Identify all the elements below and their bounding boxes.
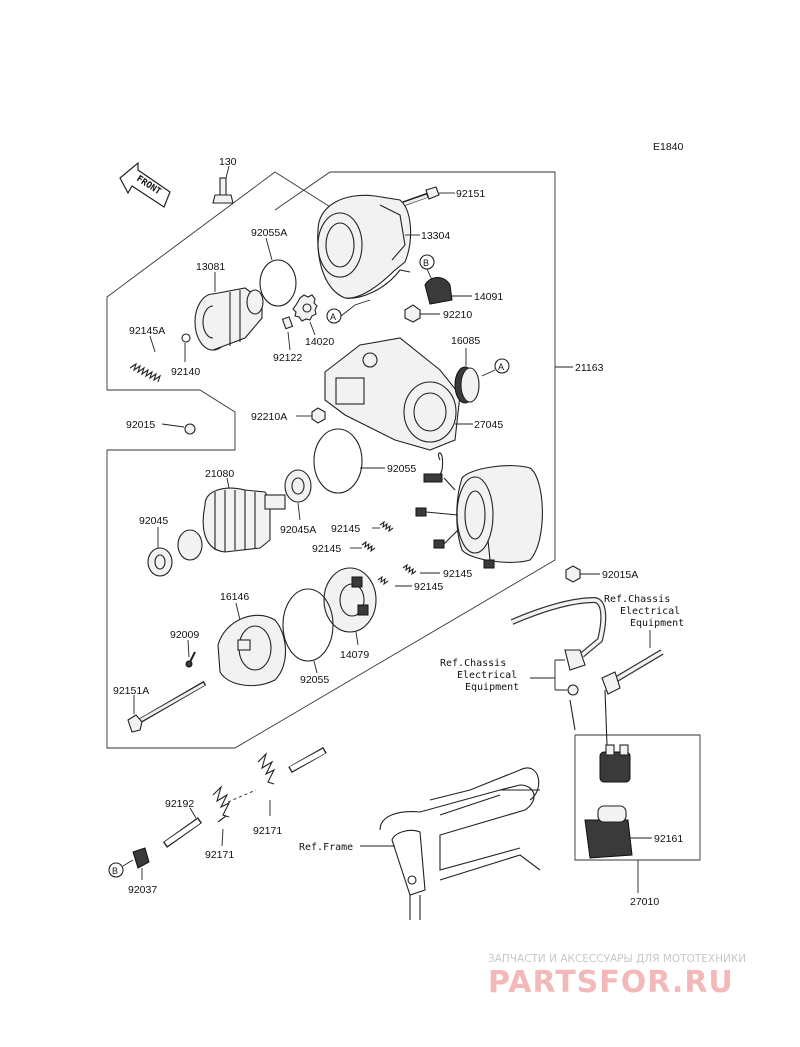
- label-92037: 92037: [128, 884, 157, 896]
- watermark-caption: ЗАПЧАСТИ И АКСЕССУАРЫ ДЛЯ МОТОТЕХНИКИ: [488, 953, 746, 965]
- label-92055-lower: 92055: [300, 674, 329, 686]
- label-13081: 13081: [196, 261, 225, 273]
- svg-text:Ref.Chassis: Ref.Chassis: [440, 658, 506, 669]
- label-21163: 21163: [575, 362, 604, 374]
- label-92015A: 92015A: [602, 569, 638, 581]
- bearing-92045A-icon: [284, 469, 312, 503]
- gear-14020-icon: [292, 294, 318, 322]
- front-housing-13304-icon: [317, 194, 412, 299]
- label-130: 130: [219, 156, 237, 168]
- label-92145A: 92145A: [129, 325, 165, 337]
- label-92045A: 92045A: [280, 524, 316, 536]
- spring-92145-c-icon: [402, 563, 417, 576]
- label-92015: 92015: [126, 419, 155, 431]
- yoke-assembly-icon: [415, 452, 543, 569]
- battery-cable-icon: [510, 596, 664, 696]
- nut-92015A-icon: [565, 565, 581, 583]
- label-92161: 92161: [654, 833, 683, 845]
- nut-92210-icon: [404, 304, 421, 323]
- front-arrow-icon: FRONT: [119, 161, 171, 208]
- frame-chassis-icon: [379, 767, 541, 920]
- svg-text:Electrical: Electrical: [620, 606, 680, 617]
- label-92151: 92151: [456, 188, 485, 200]
- label-14079: 14079: [340, 649, 369, 661]
- label-92210: 92210: [443, 309, 472, 321]
- label-92145-a: 92145: [331, 523, 360, 535]
- washer-92015-icon: [184, 423, 196, 435]
- pin-92122-icon: [281, 316, 294, 330]
- label-14020: 14020: [305, 336, 334, 348]
- spring-92145A-icon: [129, 362, 162, 383]
- label-13304: 13304: [421, 230, 450, 242]
- svg-text:Equipment: Equipment: [465, 682, 519, 693]
- label-92145-b: 92145: [312, 543, 341, 555]
- label-92045: 92045: [139, 515, 168, 527]
- label-92055-upper: 92055: [387, 463, 416, 475]
- bearing-92045-icon: [147, 547, 173, 577]
- clamp-92171-right-icon: [257, 752, 276, 785]
- rear-cover-27045-icon: [324, 337, 461, 451]
- label-92171-left: 92171: [205, 849, 234, 861]
- label-14091: 14091: [474, 291, 503, 303]
- label-b: B: [423, 258, 429, 268]
- label-92009: 92009: [170, 629, 199, 641]
- label-92151A: 92151A: [113, 685, 149, 697]
- ref-frame: Ref.Frame: [299, 842, 353, 853]
- label-b-lower: B: [112, 866, 118, 876]
- label-16146: 16146: [220, 591, 249, 603]
- armature-21080-icon: [177, 487, 286, 561]
- clip-92037-icon: [132, 847, 150, 869]
- nut-92210A-icon: [311, 407, 326, 424]
- end-cover-16146-icon: [217, 614, 287, 687]
- label-92140: 92140: [171, 366, 200, 378]
- svg-text:Equipment: Equipment: [630, 618, 684, 629]
- label-92145-d: 92145: [414, 581, 443, 593]
- spring-92145-d-icon: [377, 575, 389, 586]
- starter-relay-icon: [569, 689, 631, 783]
- bolt-130-icon: [212, 177, 234, 204]
- o-ring-92055-upper-icon: [313, 428, 363, 494]
- spring-92145-a-icon: [379, 520, 394, 533]
- label-92210A: 92210A: [251, 411, 287, 423]
- o-ring-92055-lower-icon: [282, 588, 334, 662]
- watermark-logo: PARTSFOR.RU: [488, 965, 734, 1000]
- brush-holder-14079-icon: [323, 567, 377, 633]
- label-92122: 92122: [273, 352, 302, 364]
- solenoid-frame: [574, 734, 701, 861]
- label-a-right: A: [498, 362, 504, 372]
- svg-text:Electrical: Electrical: [457, 670, 517, 681]
- clamp-92171-left-icon: [212, 785, 231, 823]
- diagram-code: E1840: [653, 141, 684, 153]
- gear-16085-icon: [454, 366, 480, 404]
- callout-a-right: [494, 358, 510, 374]
- label-92145-c: 92145: [443, 568, 472, 580]
- spring-92145-b-icon: [361, 540, 376, 553]
- clutch-13081-icon: [194, 287, 264, 351]
- assembly-frame: [106, 171, 556, 749]
- label-16085: 16085: [451, 335, 480, 347]
- callout-b-lower: [108, 862, 124, 878]
- label-21080: 21080: [205, 468, 234, 480]
- circlip-92140-icon: [181, 333, 191, 343]
- o-ring-92055A-icon: [259, 259, 297, 307]
- ref-chassis-electrical-right: Ref.Chassis Electrical Equipment: [604, 594, 684, 629]
- bolt-92151-icon: [399, 186, 440, 208]
- cap-14091-icon: [424, 277, 453, 305]
- label-92171-right: 92171: [253, 825, 282, 837]
- ref-chassis-electrical-left: Ref.Chassis Electrical Equipment: [440, 658, 519, 693]
- through-bolt-92151A-icon: [127, 680, 207, 733]
- label-92055A: 92055A: [251, 227, 287, 239]
- pipe-92192-icon: [162, 746, 327, 848]
- screw-92009-icon: [185, 651, 196, 668]
- relay-boot-92161-icon: [584, 805, 633, 859]
- label-a-left: A: [330, 312, 336, 322]
- label-27010: 27010: [630, 896, 659, 908]
- label-27045: 27045: [474, 419, 503, 431]
- label-92192: 92192: [165, 798, 194, 810]
- svg-text:Ref.Chassis: Ref.Chassis: [604, 594, 670, 605]
